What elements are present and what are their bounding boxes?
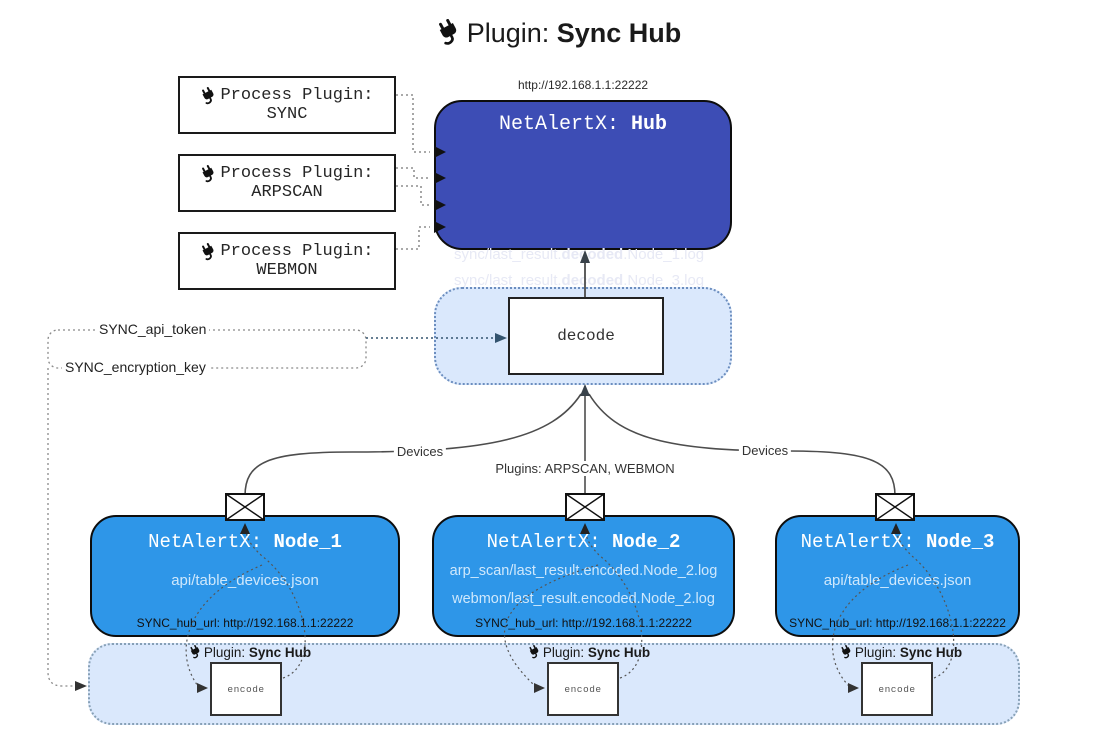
node1-footer: SYNC_hub_url: http://192.168.1.1:22222 — [136, 616, 354, 630]
node2-file-line: arp_scan/last_result.encoded.Node_2.log — [449, 563, 718, 579]
log-bold: decoded — [561, 246, 624, 263]
process-plugin-label: Process Plugin: — [220, 164, 374, 183]
devices-label-left: Devices — [393, 444, 447, 459]
page-title-prefix: Plugin: — [466, 18, 557, 48]
encoder-label-name: Sync Hub — [899, 645, 963, 660]
hub-log-line: sync/last_result.decoded.Node_1.log — [454, 246, 704, 263]
process-plugin-name: WEBMON — [256, 261, 318, 280]
log-bold: decoded — [561, 272, 624, 289]
encoder2-label: Plugin: Sync Hub — [528, 645, 650, 660]
process-plugin-name: ARPSCAN — [251, 183, 323, 202]
node1-title: NetAlertX: Node_1 — [92, 531, 398, 553]
encoder1-label: Plugin: Sync Hub — [189, 645, 311, 660]
node3-file-line: api/table_devices.json — [823, 572, 972, 589]
edge-sync-to-hub-1 — [396, 94, 430, 153]
node-title-prefix: NetAlertX: — [486, 531, 612, 553]
log-pre: sync/last_result. — [454, 246, 562, 263]
process-plugin-box-sync: Process Plugin: SYNC — [178, 76, 396, 134]
node-title-prefix: NetAlertX: — [800, 531, 926, 553]
hub-title: NetAlertX: Hub — [436, 113, 730, 136]
devices-label-right: Devices — [738, 443, 792, 458]
plugins-label-mid: Plugins: ARPSCAN, WEBMON — [492, 461, 678, 476]
node-title-name: Node_2 — [612, 531, 681, 553]
process-plugin-box-webmon: Process Plugin: WEBMON — [178, 232, 396, 290]
sync-api-token-label: SYNC_api_token — [96, 321, 210, 337]
edge-sync-to-hub-2 — [396, 167, 430, 179]
edge-arpscan-to-hub — [396, 185, 430, 206]
node3-footer: SYNC_hub_url: http://192.168.1.1:22222 — [789, 616, 1006, 630]
plug-icon — [840, 645, 854, 659]
edge-webmon-to-hub — [396, 226, 430, 250]
plug-icon — [189, 645, 203, 659]
node-title-name: Node_1 — [273, 531, 342, 553]
encoder-label-name: Sync Hub — [248, 645, 312, 660]
plug-icon — [200, 165, 218, 183]
node1-box: NetAlertX: Node_1 api/table_devices.json… — [90, 515, 400, 637]
encode1-box: encode — [210, 662, 282, 716]
hub-title-name: Hub — [631, 113, 668, 136]
sync-encryption-key-label: SYNC_encryption_key — [62, 359, 209, 375]
process-plugin-box-arpscan: Process Plugin: ARPSCAN — [178, 154, 396, 212]
node2-title: NetAlertX: Node_2 — [434, 531, 733, 553]
node2-file-line: webmon/last_result.encoded.Node_2.log — [452, 591, 715, 607]
node-title-name: Node_3 — [926, 531, 995, 553]
process-plugin-label: Process Plugin: — [220, 242, 374, 261]
process-plugin-name: SYNC — [266, 105, 308, 124]
hub-title-prefix: NetAlertX: — [498, 113, 631, 136]
encoder-label-prefix: Plugin: — [203, 645, 249, 660]
node2-box: NetAlertX: Node_2 arp_scan/last_result.e… — [432, 515, 735, 637]
node-title-prefix: NetAlertX: — [148, 531, 274, 553]
hub-box: NetAlertX: Hub sync/last_result.decoded.… — [434, 100, 732, 338]
node2-footer: SYNC_hub_url: http://192.168.1.1:22222 — [475, 616, 692, 630]
log-post: .Node_3.log — [623, 272, 705, 289]
log-pre: sync/last_result. — [454, 272, 562, 289]
hub-url-label: http://192.168.1.1:22222 — [517, 78, 649, 92]
encoder-label-prefix: Plugin: — [542, 645, 588, 660]
node3-title: NetAlertX: Node_3 — [777, 531, 1018, 553]
arrowhead-into-decode-bottom — [580, 384, 590, 396]
process-plugin-label: Process Plugin: — [220, 86, 374, 105]
plug-icon — [436, 19, 463, 46]
encoder3-label: Plugin: Sync Hub — [840, 645, 962, 660]
encoder-label-name: Sync Hub — [587, 645, 651, 660]
node3-box: NetAlertX: Node_3 api/table_devices.json… — [775, 515, 1020, 637]
plug-icon — [200, 243, 218, 261]
hub-log-line: sync/last_result.decoded.Node_3.log — [454, 272, 704, 289]
plug-icon — [528, 645, 542, 659]
edge-keys-to-strip — [47, 368, 76, 687]
encode2-box: encode — [547, 662, 619, 716]
page-title-name: Sync Hub — [556, 18, 682, 48]
node1-file-line: api/table_devices.json — [171, 572, 319, 589]
encode3-box: encode — [861, 662, 933, 716]
decode-box: decode — [508, 297, 664, 375]
encoder-label-prefix: Plugin: — [854, 645, 900, 660]
plug-icon — [200, 87, 218, 105]
arrowhead-into-strip — [75, 681, 87, 691]
log-post: .Node_1.log — [623, 246, 705, 263]
page-title: Plugin: Sync Hub — [0, 18, 1117, 49]
